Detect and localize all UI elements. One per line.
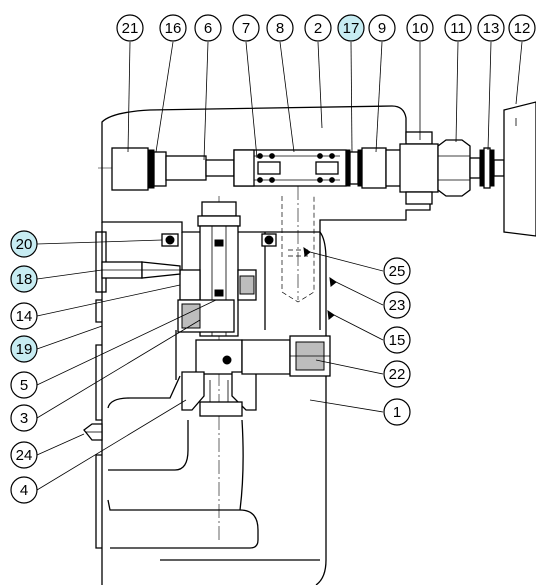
right-adjuster (399, 101, 536, 237)
callout-label-6: 6 (204, 20, 212, 37)
callout-label-21: 21 (122, 20, 139, 37)
callout-layer: 21 16 6 7 8 2 17 9 10 11 13 12 20 18 14 … (10, 14, 536, 504)
callout-bubble-7 (232, 14, 260, 42)
callout-label-16: 16 (165, 20, 182, 37)
callout-15: 15 (383, 326, 411, 354)
callout-label-8: 8 (276, 20, 284, 37)
callout-bubble-2 (304, 14, 332, 42)
callout-label-19: 19 (16, 341, 33, 358)
callout-label-9: 9 (378, 20, 386, 37)
callout-2: 2 (304, 14, 332, 42)
callout-bubble-19 (10, 335, 38, 363)
right-outlet (241, 335, 331, 377)
callout-label-10: 10 (412, 20, 429, 37)
callout-25: 25 (383, 257, 411, 285)
callout-bubble-12 (508, 14, 536, 42)
callout-label-14: 14 (16, 308, 33, 325)
callout-1: 1 (383, 398, 411, 426)
callout-10: 10 (406, 14, 434, 42)
callout-bubble-24 (10, 441, 38, 469)
callout-bubble-16 (159, 14, 187, 42)
callout-bubble-5 (10, 371, 38, 399)
callout-22: 22 (383, 360, 411, 388)
callout-label-3: 3 (20, 410, 28, 427)
plug-24 (83, 423, 103, 441)
callout-20: 20 (10, 230, 38, 258)
callout-bubble-4 (10, 476, 38, 504)
callout-bubble-17 (337, 14, 365, 42)
callout-label-7: 7 (242, 20, 250, 37)
callout-12: 12 (508, 14, 536, 42)
callout-23: 23 (383, 291, 411, 319)
callout-label-22: 22 (389, 366, 406, 383)
callout-19: 19 (10, 335, 38, 363)
callout-label-5: 5 (20, 377, 28, 394)
dashed-bore (281, 186, 315, 303)
callout-bubble-11 (444, 14, 472, 42)
callout-bubble-25 (383, 257, 411, 285)
callout-bubble-20 (10, 230, 38, 258)
callout-bubble-23 (383, 291, 411, 319)
callout-14: 14 (10, 302, 38, 330)
callout-bubble-6 (194, 14, 222, 42)
callout-16: 16 (159, 14, 187, 42)
callout-label-23: 23 (389, 297, 406, 314)
callout-5: 5 (10, 371, 38, 399)
callout-label-1: 1 (393, 404, 401, 421)
callout-label-18: 18 (16, 271, 33, 288)
callout-label-24: 24 (16, 447, 33, 464)
callout-bubble-13 (477, 14, 505, 42)
callout-label-13: 13 (483, 20, 500, 37)
callout-bubble-22 (383, 360, 411, 388)
callout-label-17: 17 (343, 20, 360, 37)
callout-bubble-10 (406, 14, 434, 42)
callout-13: 13 (477, 14, 505, 42)
callout-bubble-18 (10, 265, 38, 293)
callout-17: 17 (337, 14, 365, 42)
spring-coil (257, 153, 335, 183)
callout-7: 7 (232, 14, 260, 42)
callout-label-20: 20 (16, 236, 33, 253)
callout-21: 21 (116, 14, 144, 42)
callout-9: 9 (368, 14, 396, 42)
callout-label-4: 4 (20, 482, 28, 499)
callout-6: 6 (194, 14, 222, 42)
callout-bubble-1 (383, 398, 411, 426)
callout-24: 24 (10, 441, 38, 469)
left-inlet (101, 261, 181, 279)
callout-bubble-3 (10, 404, 38, 432)
callout-bubble-15 (383, 326, 411, 354)
callout-18: 18 (10, 265, 38, 293)
callout-label-11: 11 (450, 20, 466, 37)
callout-4: 4 (10, 476, 38, 504)
callout-11: 11 (444, 14, 472, 42)
callout-bubble-21 (116, 14, 144, 42)
callout-bubble-8 (266, 14, 294, 42)
callout-8: 8 (266, 14, 294, 42)
callout-bubble-9 (368, 14, 396, 42)
callout-3: 3 (10, 404, 38, 432)
callout-label-15: 15 (389, 332, 406, 349)
callout-label-2: 2 (314, 20, 322, 37)
callout-bubble-14 (10, 302, 38, 330)
callout-label-25: 25 (389, 263, 406, 280)
leader-lines (36, 41, 523, 491)
callout-label-12: 12 (514, 20, 531, 37)
